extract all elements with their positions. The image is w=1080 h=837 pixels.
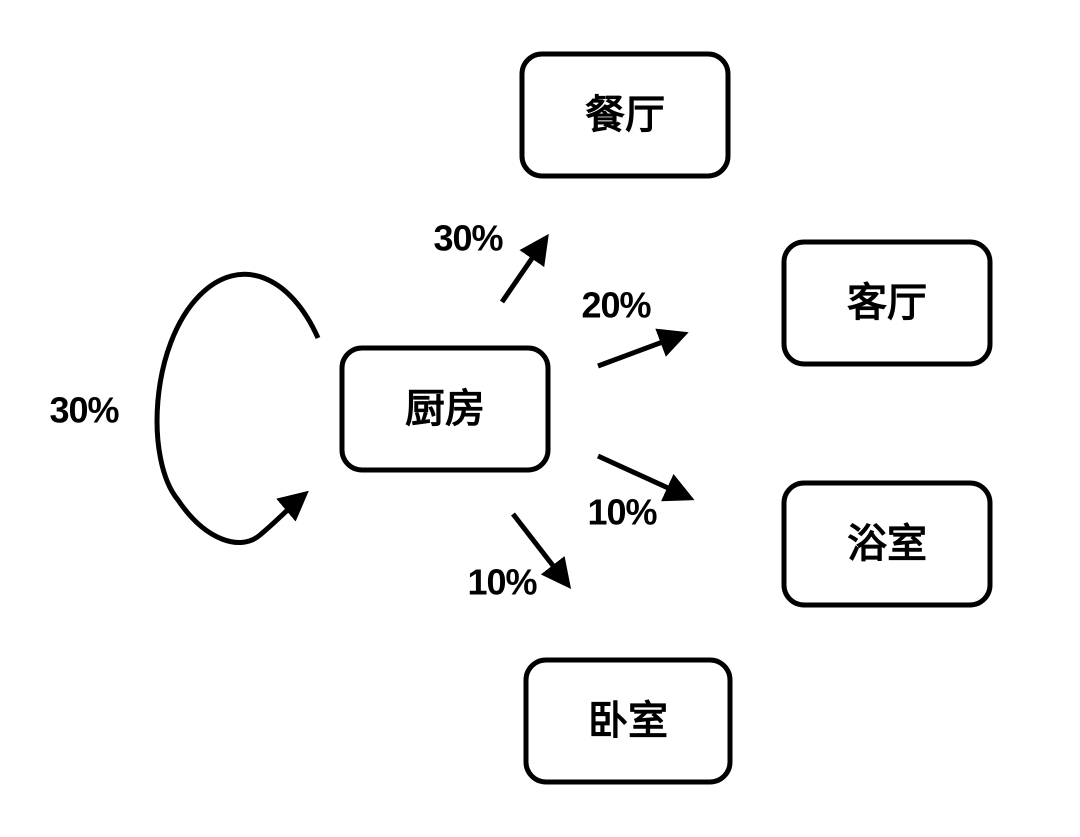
node-kitchen: 厨房	[339, 345, 551, 473]
edge-kitchen-to-bathroom: 10%	[587, 453, 695, 533]
edge-kitchen-to-dining-room-label: 30%	[433, 218, 503, 259]
edge-kitchen-to-bedroom: 10%	[467, 512, 572, 603]
node-bathroom-label: 浴室	[847, 521, 927, 567]
node-living-room-box	[781, 239, 993, 367]
node-kitchen-box	[339, 345, 551, 473]
edge-kitchen-to-bedroom-arrow	[511, 512, 572, 589]
node-dining-room-box	[519, 51, 731, 179]
edge-kitchen-to-living-room: 20%	[581, 285, 689, 369]
edge-kitchen-to-kitchen-label: 30%	[49, 390, 119, 431]
edge-kitchen-to-bathroom-arrow	[596, 453, 695, 502]
edge-kitchen-to-living-room-label: 20%	[581, 285, 651, 326]
edge-kitchen-to-dining-room: 30%	[433, 218, 549, 304]
node-dining-room: 餐厅	[519, 51, 731, 179]
node-bedroom-label: 卧室	[588, 698, 668, 744]
edge-kitchen-to-living-room-arrow	[597, 328, 689, 369]
node-bathroom-box	[781, 480, 993, 608]
edge-kitchen-to-kitchen: 30%	[49, 271, 321, 545]
node-dining-room-label: 餐厅	[585, 92, 665, 138]
edge-kitchen-to-kitchen-arrow	[154, 271, 321, 545]
node-living-room-label: 客厅	[847, 280, 927, 326]
edge-kitchen-to-dining-room-arrow	[499, 233, 549, 304]
node-living-room: 客厅	[781, 239, 993, 367]
node-bedroom: 卧室	[523, 657, 733, 785]
node-bathroom: 浴室	[781, 480, 993, 608]
node-kitchen-label: 厨房	[405, 386, 485, 432]
edge-kitchen-to-bathroom-label: 10%	[587, 492, 657, 533]
node-bedroom-box	[523, 657, 733, 785]
edge-kitchen-to-bedroom-label: 10%	[467, 562, 537, 603]
